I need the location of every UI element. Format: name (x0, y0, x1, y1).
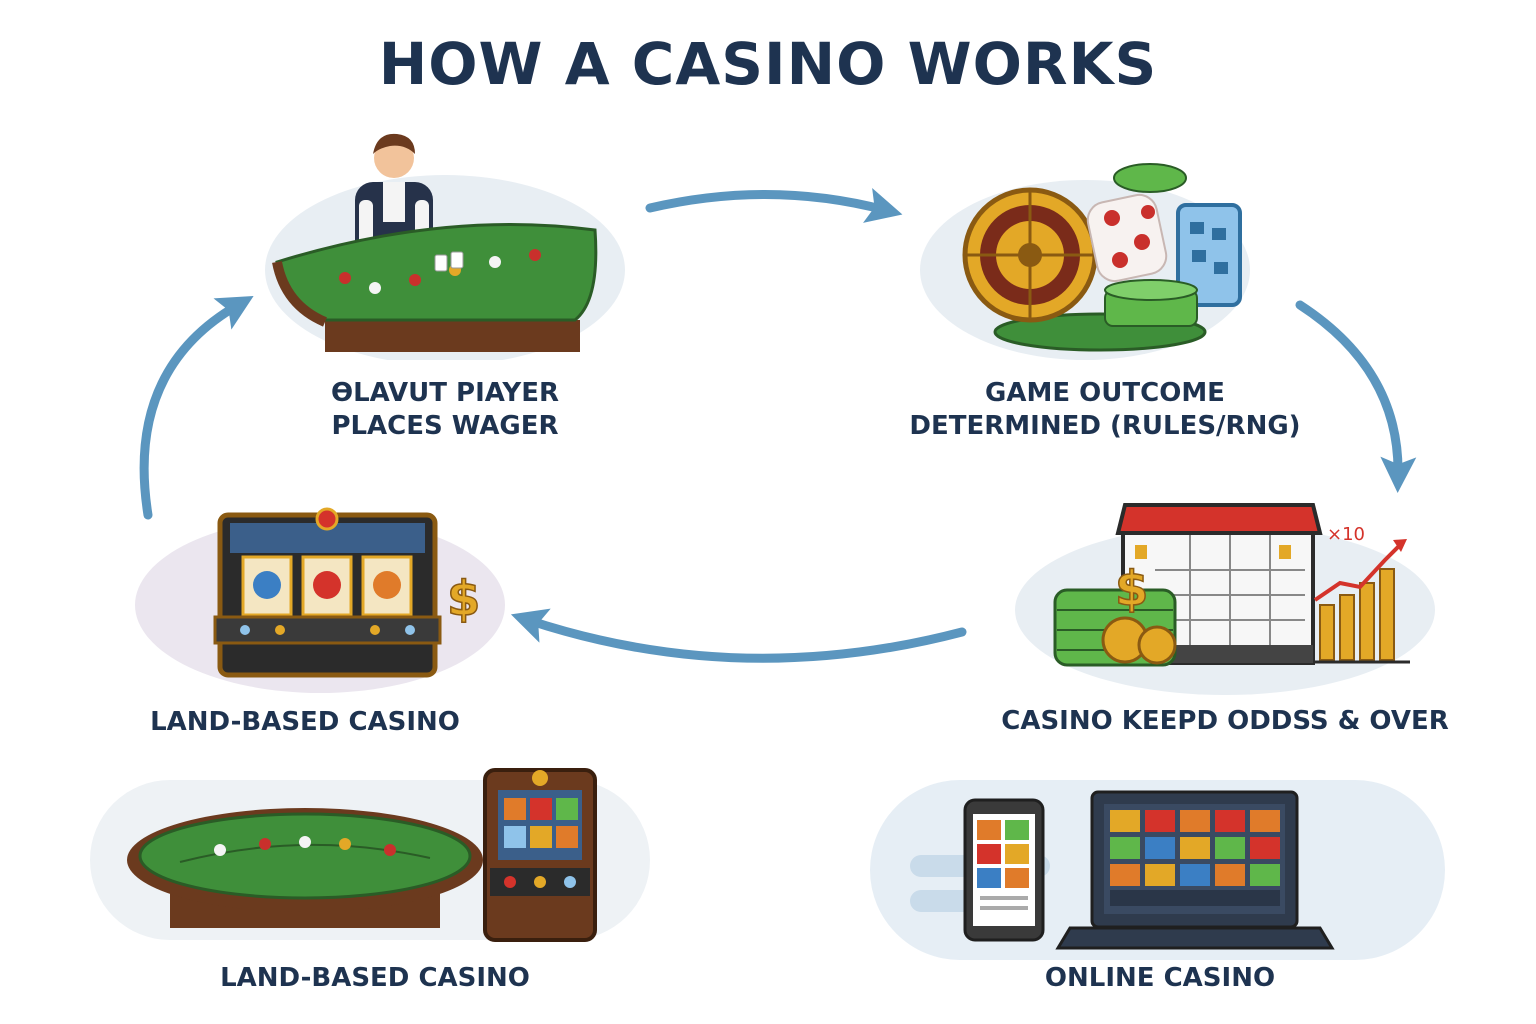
example-label-online-text: ONLINE CASINO (1044, 963, 1276, 993)
casino-building-profit-icon: $ ×10 (1015, 503, 1435, 695)
step-label-outcome-line2: DETERMINED (RULES/RNG) (909, 411, 1301, 441)
step-label-outcome: GAME OUTCOME DETERMINED (RULES/RNG) (905, 377, 1305, 443)
step-label-odds: CASINO KEEPD ODDSS & OVER (985, 705, 1465, 738)
blackjack-dealer-icon (265, 133, 625, 360)
step-label-landbased: LAND-BASED CASINO (140, 706, 470, 739)
step-label-wager-line1: ƟLAVUT PIAYER (330, 378, 560, 408)
step-label-wager-line2: PLACES WAGER (331, 411, 559, 441)
step-label-outcome-line1: GAME OUTCOME (985, 378, 1225, 408)
arrow-wager-to-outcome (645, 188, 903, 223)
arrow-landbased-to-wager (139, 296, 254, 520)
svg-text:$: $ (1115, 561, 1148, 617)
page-title: HOW A CASINO WORKS (378, 30, 1158, 98)
svg-text:$: $ (447, 571, 480, 627)
example-label-online: ONLINE CASINO (1000, 962, 1320, 995)
roulette-dice-chips-icon (920, 163, 1250, 360)
casino-table-slot-icon (90, 768, 650, 942)
phone-laptop-games-icon (870, 780, 1445, 960)
growth-label: ×10 (1327, 524, 1365, 545)
example-label-landbased-text: LAND-BASED CASINO (220, 963, 530, 993)
example-label-landbased: LAND-BASED CASINO (200, 962, 550, 995)
step-label-landbased-line1: LAND-BASED CASINO (150, 707, 460, 737)
step-label-odds-line1: CASINO KEEPD ODDSS & OVER (1001, 706, 1449, 736)
arrow-outcome-to-odds (1295, 300, 1417, 493)
arrow-odds-to-landbased (510, 608, 967, 663)
step-label-wager: ƟLAVUT PIAYER PLACES WAGER (250, 377, 640, 443)
slot-machine-icon: $ (135, 507, 505, 693)
